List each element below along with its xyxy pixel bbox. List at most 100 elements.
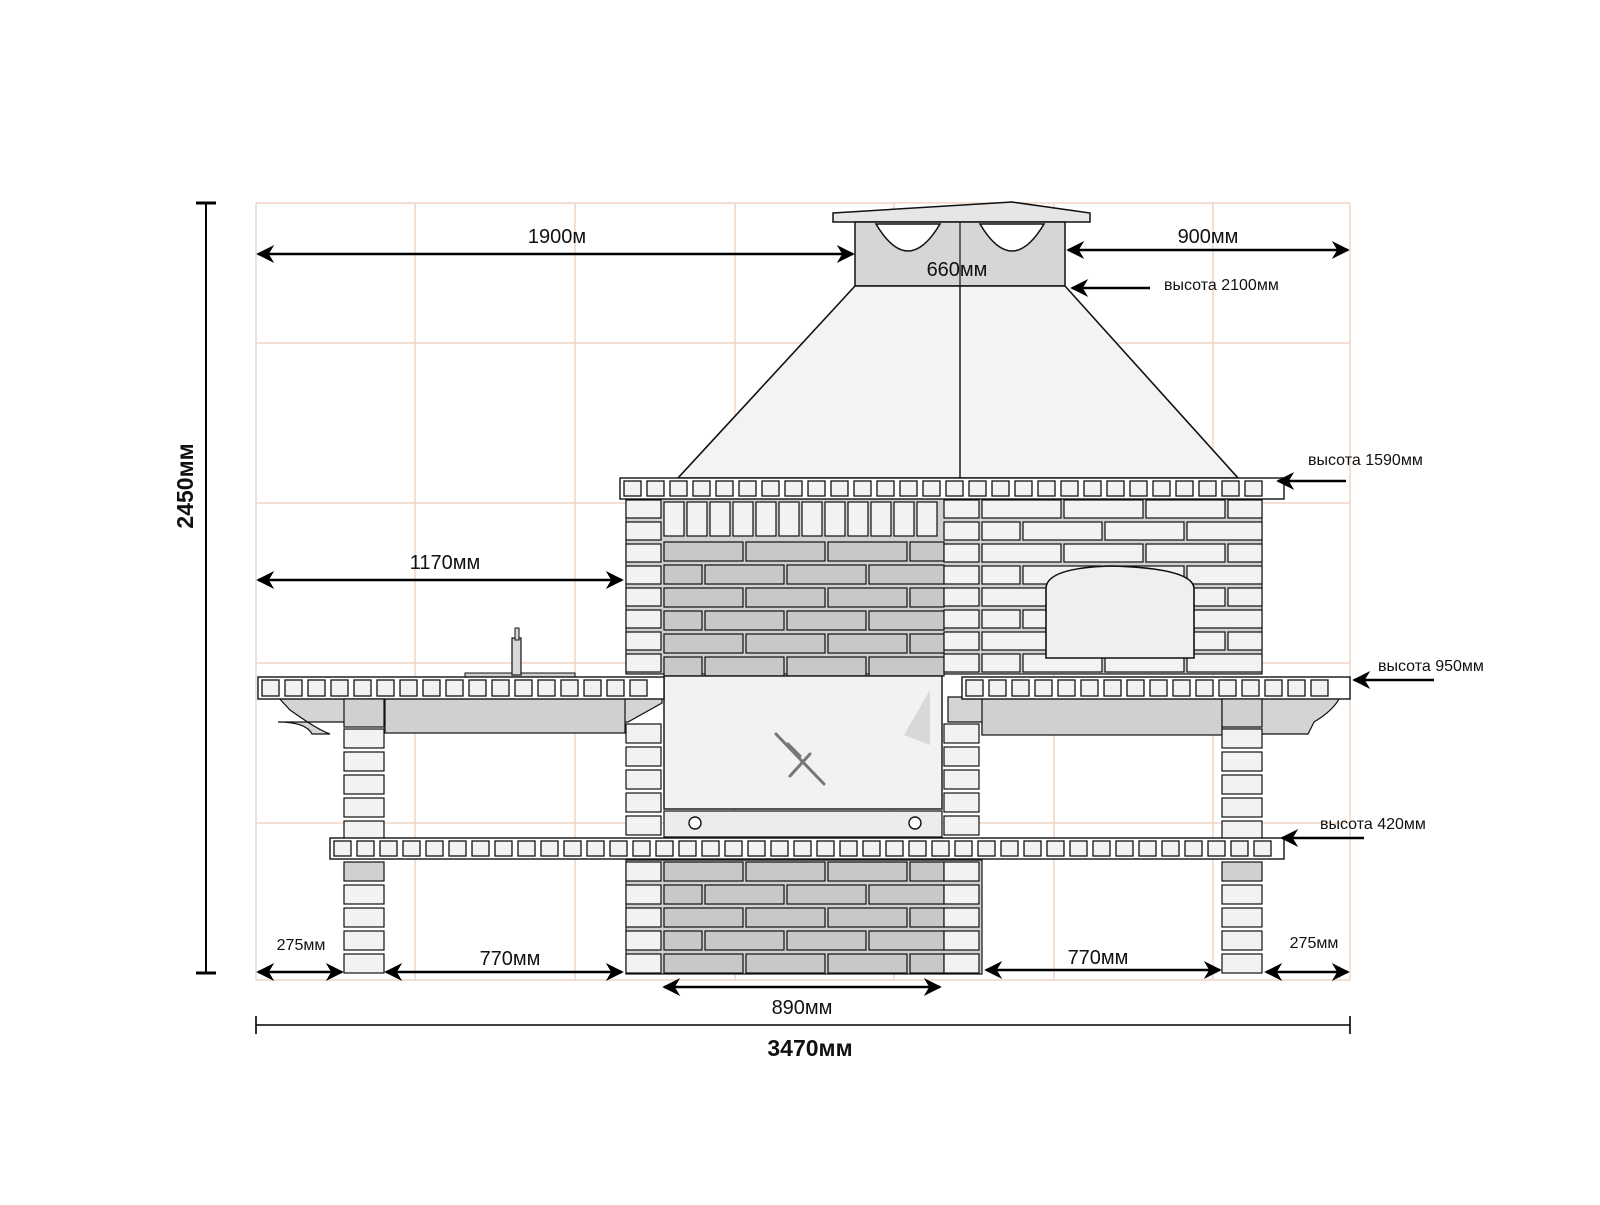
- label-end-left: 275мм: [277, 937, 326, 954]
- ledge-block: [830, 480, 849, 497]
- brick: [663, 953, 744, 974]
- ledge-block: [606, 679, 625, 697]
- chimney-opening-right: [978, 223, 1046, 252]
- chimney-opening-left: [874, 223, 942, 252]
- ledge-block: [885, 840, 904, 857]
- ledge-block: [908, 840, 927, 857]
- faucet-icon: [511, 627, 522, 676]
- pillar-brick: [1221, 884, 1263, 905]
- brick: [732, 501, 754, 537]
- brick: [981, 521, 1021, 541]
- pillar-brick: [343, 820, 385, 841]
- brick: [1063, 499, 1144, 519]
- ledge-block: [471, 840, 490, 857]
- ledge-block: [1218, 679, 1237, 697]
- grill-skewer-icon: [774, 732, 826, 786]
- label-bay-left: 770мм: [480, 948, 541, 970]
- ledge-block: [1129, 480, 1148, 497]
- ledge-block: [307, 679, 326, 697]
- brick: [827, 861, 908, 882]
- ledge-block: [853, 480, 872, 497]
- brick: [827, 633, 908, 654]
- brick: [625, 543, 662, 563]
- hood: [676, 285, 1240, 479]
- ledge-block: [586, 840, 605, 857]
- brick: [663, 564, 703, 585]
- pillar-brick: [1221, 751, 1263, 772]
- ledge-block: [402, 840, 421, 857]
- brick: [786, 656, 867, 677]
- brick: [943, 499, 980, 519]
- brick: [663, 501, 685, 537]
- brick: [1063, 543, 1144, 563]
- pillar-brick: [1221, 953, 1263, 974]
- brick: [625, 907, 662, 928]
- brick: [1186, 609, 1263, 629]
- brick: [663, 656, 703, 677]
- dimension-lines: [196, 201, 1434, 1034]
- ledge-block: [876, 480, 895, 497]
- brick: [663, 541, 744, 562]
- ledge-block: [1080, 679, 1099, 697]
- brick: [625, 861, 662, 882]
- brick: [663, 633, 744, 654]
- pillar-brick: [1221, 861, 1263, 882]
- ledge-block: [1184, 840, 1203, 857]
- ledge-block: [1149, 679, 1168, 697]
- label-height-950: высота 950мм: [1378, 658, 1484, 675]
- brick: [981, 543, 1062, 563]
- ledge-block: [1057, 679, 1076, 697]
- brick: [801, 501, 823, 537]
- brick: [786, 930, 867, 951]
- ledge-block: [1011, 679, 1030, 697]
- ledge-block: [491, 679, 510, 697]
- brick: [868, 610, 945, 631]
- base-brickwork: [625, 861, 980, 974]
- grill-front-plate: [663, 810, 943, 838]
- ledge-block: [655, 840, 674, 857]
- ledge-block: [1106, 480, 1125, 497]
- ledge-block: [517, 840, 536, 857]
- brick: [625, 653, 662, 673]
- brick: [943, 884, 980, 905]
- ledge-block: [991, 480, 1010, 497]
- right-counter-top: [961, 676, 1351, 700]
- ledge-block: [761, 480, 780, 497]
- ledge-block: [560, 679, 579, 697]
- ledge-block: [669, 480, 688, 497]
- pillar-brick: [343, 774, 385, 795]
- label-total-width: 3470мм: [767, 1035, 852, 1061]
- brick: [943, 930, 980, 951]
- brick: [625, 769, 662, 790]
- ledge-block: [1152, 480, 1171, 497]
- brick: [943, 792, 980, 813]
- ledge-block: [931, 840, 950, 857]
- brick: [1145, 543, 1226, 563]
- ledge-block: [353, 679, 372, 697]
- ledge-block: [1221, 480, 1240, 497]
- pillar-brick: [1221, 797, 1263, 818]
- label-height-1590: высота 1590мм: [1308, 452, 1423, 469]
- brick: [625, 746, 662, 767]
- brick: [868, 884, 945, 905]
- brick: [981, 565, 1021, 585]
- brick: [786, 884, 867, 905]
- label-base-center: 890мм: [772, 997, 833, 1019]
- dimension-labels: 2450мм 3470мм 1900м 900мм 660мм 1170мм 8…: [172, 226, 1484, 1061]
- ledge-block: [1175, 480, 1194, 497]
- pillar-brick: [343, 884, 385, 905]
- brick: [625, 723, 662, 744]
- ledge-block: [1138, 840, 1157, 857]
- brick: [1227, 543, 1263, 563]
- ledge-block: [862, 840, 881, 857]
- ledge-block: [1161, 840, 1180, 857]
- ledge-block: [1244, 480, 1263, 497]
- brick: [745, 587, 826, 608]
- brick: [663, 907, 744, 928]
- ledge-block: [1037, 480, 1056, 497]
- brick: [1186, 653, 1263, 673]
- brick: [663, 587, 744, 608]
- ledge-block: [968, 480, 987, 497]
- brick: [943, 609, 980, 629]
- ledge-block: [609, 840, 628, 857]
